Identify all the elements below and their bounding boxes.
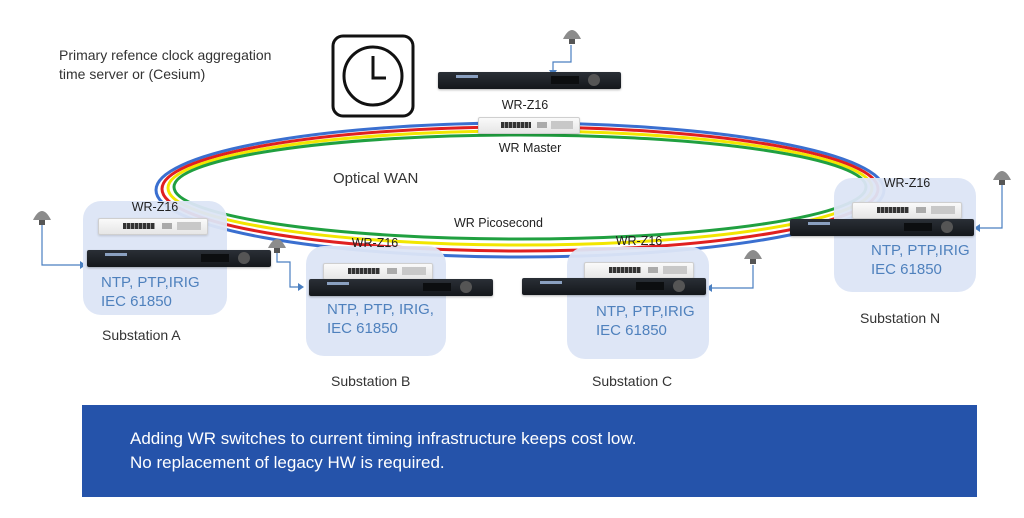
summary-banner: Adding WR switches to current timing inf… [82, 405, 977, 497]
optical-wan-label: Optical WAN [333, 170, 419, 187]
protocols-line1: NTP, PTP,IRIG [871, 242, 970, 259]
protocols-line1: NTP, PTP, IRIG, [327, 301, 434, 318]
arrow-c [706, 284, 712, 292]
link-line-master [552, 45, 572, 72]
link-line-a [41, 222, 80, 266]
protocols-line2: IEC 61850 [871, 261, 942, 278]
link-line-c [712, 265, 754, 289]
title-caption-line2: time server or (Cesium) [59, 66, 206, 82]
master-time-server [438, 72, 621, 89]
link-line-b [276, 250, 298, 288]
substation-b-name: Substation B [331, 373, 411, 389]
master-device-label: WR-Z16 [501, 98, 549, 112]
substation-c-protocols: NTP, PTP,IRIG IEC 61850 [596, 302, 695, 340]
substation-c-name: Substation C [592, 373, 673, 389]
link-line-n [980, 185, 1003, 229]
arrow-b [298, 283, 304, 291]
protocols-line2: IEC 61850 [327, 320, 398, 337]
arrow-n [974, 224, 980, 232]
gps-antenna-icon [33, 211, 51, 225]
substation-b-device-label: WR-Z16 [351, 236, 399, 250]
wr-picosecond-label: WR Picosecond [454, 216, 543, 230]
substation-n-device-label: WR-Z16 [883, 176, 931, 190]
substation-n-time-server [790, 219, 974, 236]
gps-antenna-icon [993, 171, 1011, 185]
clock-icon [331, 34, 415, 118]
title-caption-line1: Primary refence clock aggregation [59, 47, 272, 63]
substation-c-wr-switch [584, 262, 694, 279]
substation-a-name: Substation A [102, 327, 181, 343]
master-wr-switch [478, 117, 580, 134]
substation-a-time-server [87, 250, 271, 267]
protocols-line2: IEC 61850 [101, 293, 172, 310]
substation-n-wr-switch [852, 202, 962, 219]
banner-line1: Adding WR switches to current timing inf… [130, 429, 637, 448]
master-role-label: WR Master [498, 141, 562, 155]
gps-antenna-icon [563, 30, 581, 44]
protocols-line1: NTP, PTP,IRIG [596, 303, 695, 320]
substation-a-wr-switch [98, 218, 208, 235]
substation-n-protocols: NTP, PTP,IRIG IEC 61850 [871, 241, 970, 279]
substation-c-time-server [522, 278, 706, 295]
gps-antenna-icon [744, 250, 762, 264]
substation-a-device-label: WR-Z16 [131, 200, 179, 214]
banner-line2: No replacement of legacy HW is required. [130, 453, 445, 472]
substation-n-name: Substation N [860, 310, 941, 326]
protocols-line1: NTP, PTP,IRIG [101, 274, 200, 291]
substation-c-device-label: WR-Z16 [615, 234, 663, 248]
substation-b-protocols: NTP, PTP, IRIG, IEC 61850 [327, 300, 434, 338]
gps-antenna-icon [268, 239, 286, 253]
substation-b-wr-switch [323, 263, 433, 280]
protocols-line2: IEC 61850 [596, 322, 667, 339]
title-caption: Primary refence clock aggregation time s… [59, 46, 271, 84]
substation-a-protocols: NTP, PTP,IRIG IEC 61850 [101, 273, 200, 311]
substation-b-time-server [309, 279, 493, 296]
